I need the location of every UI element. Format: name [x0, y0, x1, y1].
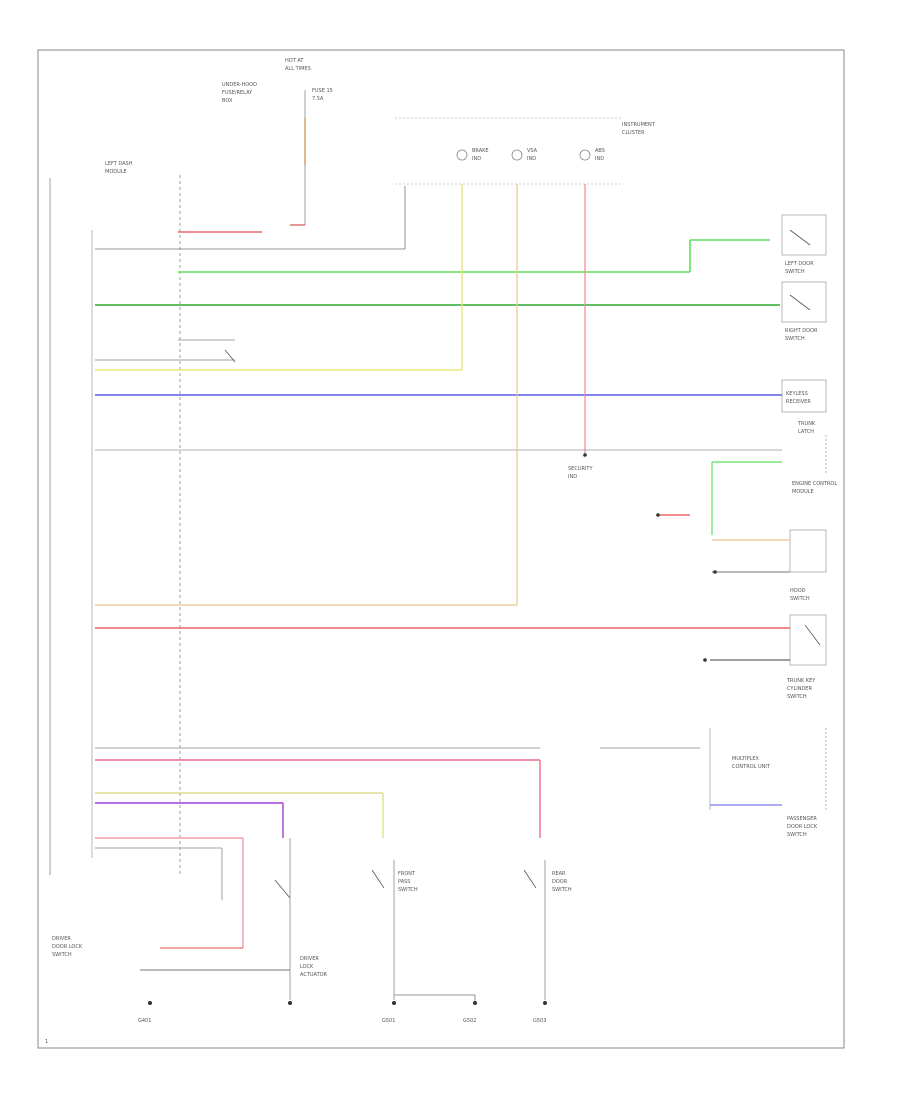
svg-text:SWITCH: SWITCH	[552, 887, 572, 893]
svg-text:PASSENGER: PASSENGER	[787, 816, 817, 822]
svg-text:BRAKE: BRAKE	[472, 148, 489, 154]
svg-text:MODULE: MODULE	[105, 169, 127, 175]
label-ground-g401: G401	[138, 1018, 151, 1024]
label-fuse: FUSE 15 7.5A	[312, 88, 333, 102]
svg-text:SWITCH: SWITCH	[398, 887, 418, 893]
svg-text:DRIVER: DRIVER	[52, 936, 71, 942]
svg-text:FRONT: FRONT	[398, 871, 416, 877]
label-vsa-indicator: VSA IND	[527, 148, 538, 162]
label-right-door-switch: RIGHT DOOR SWITCH	[785, 328, 818, 342]
svg-text:ABS: ABS	[595, 148, 605, 154]
svg-text:VSA: VSA	[527, 148, 538, 154]
label-front-pass-switch: FRONT PASS SWITCH	[398, 871, 418, 893]
label-ground-g503: G503	[533, 1018, 546, 1024]
svg-text:SWITCH: SWITCH	[787, 694, 807, 700]
svg-text:HOT AT: HOT AT	[285, 58, 304, 64]
label-trunk-key-cylinder: TRUNK KEY CYLINDER SWITCH	[786, 678, 816, 700]
label-hot-at-all-times: HOT AT ALL TIMES	[285, 58, 311, 72]
label-hood-switch: HOOD SWITCH	[790, 588, 810, 602]
svg-text:IND: IND	[568, 474, 577, 480]
svg-text:G501: G501	[382, 1018, 395, 1024]
svg-text:INSTRUMENT: INSTRUMENT	[622, 122, 656, 128]
svg-text:HOOD: HOOD	[790, 588, 806, 594]
svg-text:LEFT DASH: LEFT DASH	[105, 161, 133, 167]
svg-text:LEFT DOOR: LEFT DOOR	[785, 261, 814, 267]
svg-text:CLUSTER: CLUSTER	[622, 130, 645, 136]
svg-text:IND: IND	[595, 156, 604, 162]
svg-text:UNDER-HOOD: UNDER-HOOD	[222, 82, 257, 88]
svg-text:G502: G502	[463, 1018, 476, 1024]
svg-text:SWITCH: SWITCH	[785, 269, 805, 275]
svg-text:DOOR LOCK: DOOR LOCK	[787, 824, 818, 830]
label-passenger-door-lock: PASSENGER DOOR LOCK SWITCH	[787, 816, 818, 838]
svg-text:MULTIPLEX: MULTIPLEX	[732, 756, 760, 762]
svg-text:IND: IND	[527, 156, 536, 162]
svg-text:SECURITY: SECURITY	[568, 466, 593, 472]
label-driver-lock-actuator: DRIVER LOCK ACTUATOR	[300, 956, 328, 978]
label-left-door-switch: LEFT DOOR SWITCH	[785, 261, 814, 275]
label-instrument-cluster: INSTRUMENT CLUSTER	[622, 122, 656, 136]
svg-text:FUSE/RELAY: FUSE/RELAY	[222, 90, 253, 96]
label-ground-g501: G501	[382, 1018, 395, 1024]
label-trunk-latch: TRUNK LATCH	[797, 421, 816, 435]
svg-text:G503: G503	[533, 1018, 546, 1024]
label-brake-indicator: BRAKE IND	[472, 148, 489, 162]
label-driver-door-lock: DRIVER DOOR LOCK SWITCH	[52, 936, 83, 958]
svg-text:ENGINE CONTROL: ENGINE CONTROL	[792, 481, 837, 487]
svg-text:CYLINDER: CYLINDER	[787, 686, 812, 692]
label-abs-indicator: ABS IND	[595, 148, 605, 162]
svg-text:DOOR LOCK: DOOR LOCK	[52, 944, 83, 950]
svg-text:IND: IND	[472, 156, 481, 162]
svg-text:SWITCH: SWITCH	[785, 336, 805, 342]
label-left-dash-module: LEFT DASH MODULE	[105, 161, 133, 175]
footer-label: 1	[45, 1039, 48, 1045]
label-fuse-block: UNDER-HOOD FUSE/RELAY BOX	[222, 82, 257, 104]
svg-text:ALL TIMES: ALL TIMES	[285, 66, 311, 72]
svg-text:RECEIVER: RECEIVER	[786, 399, 811, 405]
diagram-frame	[37, 49, 845, 1049]
svg-text:RIGHT DOOR: RIGHT DOOR	[785, 328, 818, 334]
svg-text:TRUNK: TRUNK	[797, 421, 816, 427]
svg-text:MODULE: MODULE	[792, 489, 814, 495]
svg-text:FUSE 15: FUSE 15	[312, 88, 333, 94]
svg-text:BOX: BOX	[222, 98, 233, 104]
svg-text:ACTUATOR: ACTUATOR	[300, 972, 328, 978]
svg-text:SWITCH: SWITCH	[787, 832, 807, 838]
svg-text:DRIVER: DRIVER	[300, 956, 319, 962]
svg-text:DOOR: DOOR	[552, 879, 568, 885]
svg-text:CONTROL UNIT: CONTROL UNIT	[732, 764, 771, 770]
label-engine-control: ENGINE CONTROL MODULE	[792, 481, 837, 495]
label-multiplex-unit: MULTIPLEX CONTROL UNIT	[732, 756, 771, 770]
svg-text:PASS: PASS	[398, 879, 410, 885]
label-keyless-receiver: KEYLESS RECEIVER	[786, 391, 811, 405]
label-ground-g502: G502	[463, 1018, 476, 1024]
label-rear-door-switch: REAR DOOR SWITCH	[552, 871, 572, 893]
svg-text:G401: G401	[138, 1018, 151, 1024]
svg-text:LATCH: LATCH	[798, 429, 814, 435]
svg-text:REAR: REAR	[552, 871, 566, 877]
svg-text:LOCK: LOCK	[300, 964, 314, 970]
svg-text:KEYLESS: KEYLESS	[786, 391, 808, 397]
label-security-indicator: SECURITY IND	[568, 466, 593, 480]
svg-text:SWITCH: SWITCH	[790, 596, 810, 602]
svg-text:SWITCH: SWITCH	[52, 952, 72, 958]
svg-text:TRUNK KEY: TRUNK KEY	[786, 678, 816, 684]
svg-text:7.5A: 7.5A	[312, 96, 324, 102]
